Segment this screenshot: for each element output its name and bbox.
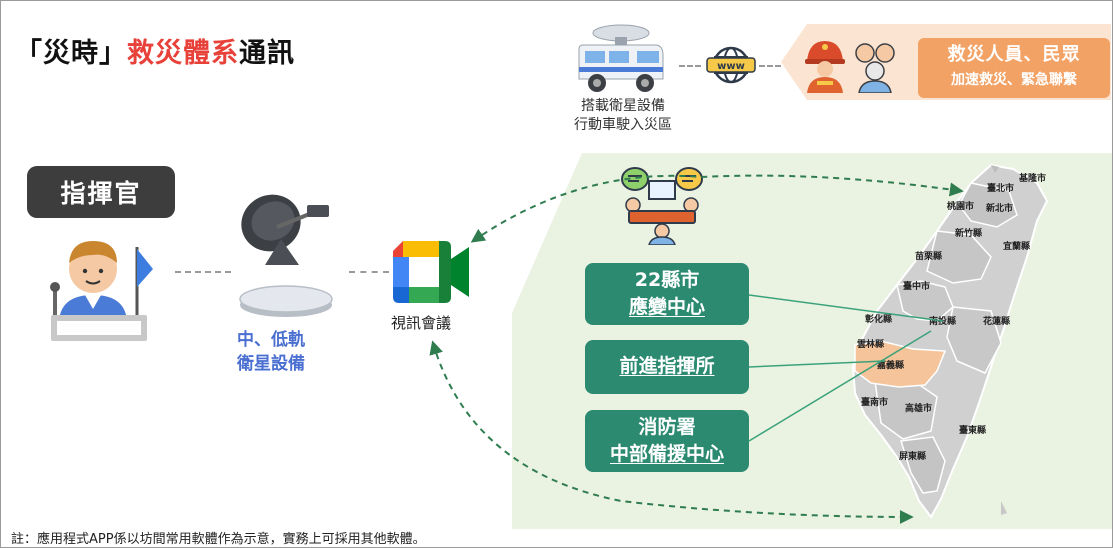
map-label-hualien: 花蓮縣 — [983, 317, 1011, 327]
county-center-line2: 應變中心 — [628, 296, 705, 318]
globe-icon: www — [706, 46, 756, 84]
map-label-kaohsiung: 高雄市 — [905, 404, 933, 414]
arc-meeting-to-south — [429, 340, 914, 524]
map-label-taichung: 臺中市 — [903, 282, 931, 292]
map-label-nantou: 南投縣 — [929, 317, 957, 327]
satellite-label-line2: 衛星設備 — [237, 354, 305, 374]
rescue-banner-title: 救災人員、民眾 — [947, 44, 1081, 65]
map-label-keelung: 基隆市 — [1019, 174, 1047, 184]
globe-www-text: www — [717, 61, 745, 72]
map-label-miaoli: 苗栗縣 — [915, 252, 943, 262]
van-label-line1: 搭載衛星設備 — [581, 98, 665, 114]
map-label-taitung: 臺東縣 — [959, 426, 987, 436]
rescue-banner-subtitle: 加速救災、緊急聯繫 — [951, 72, 1077, 88]
van-label: 搭載衛星設備 行動車駛入災區 — [549, 97, 697, 135]
line-fire-center — [748, 330, 932, 442]
arc-meeting-to-north — [470, 174, 964, 243]
line-forward-post — [748, 360, 886, 368]
satellite-label: 中、低軌 衛星設備 — [207, 328, 335, 376]
map-label-hsinchu: 新竹縣 — [955, 229, 983, 239]
page-title: 「災時」救災體系通訊 — [15, 31, 295, 70]
video-meeting-icon — [393, 241, 469, 303]
connector-internet-banner — [759, 65, 781, 67]
satellite-label-line1: 中、低軌 — [237, 330, 305, 350]
map-label-new-taipei: 新北市 — [986, 204, 1014, 214]
flat-panel-antenna-icon — [239, 285, 333, 317]
county-response-center: 22縣市 應變中心 — [585, 263, 749, 325]
commander-label: 指揮官 — [27, 166, 175, 218]
title-open: 「災時」 — [15, 38, 127, 69]
connector-satellite-meeting — [349, 271, 389, 273]
line-county-center — [748, 294, 944, 322]
commander-icon — [50, 241, 153, 341]
satellite-dish-icon — [241, 194, 329, 265]
connector-commander-satellite — [175, 271, 231, 273]
county-center-line1: 22縣市 — [634, 269, 700, 291]
title-highlight: 救災體系 — [127, 38, 239, 69]
map-label-taipei: 臺北市 — [987, 184, 1015, 194]
satellite-van-icon — [578, 24, 664, 92]
title-rest: 通訊 — [239, 38, 295, 69]
map-label-yilan: 宜蘭縣 — [1003, 242, 1031, 252]
connector-van-internet — [679, 65, 701, 67]
rescuers-public-icon — [805, 41, 895, 93]
van-label-line2: 行動車駛入災區 — [574, 117, 672, 133]
video-meeting-label: 視訊會議 — [390, 314, 451, 332]
rescue-banner: 救災人員、民眾 加速救災、緊急聯繫 — [918, 38, 1110, 98]
footnote: 註：應用程式APP係以坊間常用軟體作為示意，實務上可採用其他軟體。 — [11, 532, 426, 547]
map-label-changhua: 彰化縣 — [865, 315, 893, 325]
